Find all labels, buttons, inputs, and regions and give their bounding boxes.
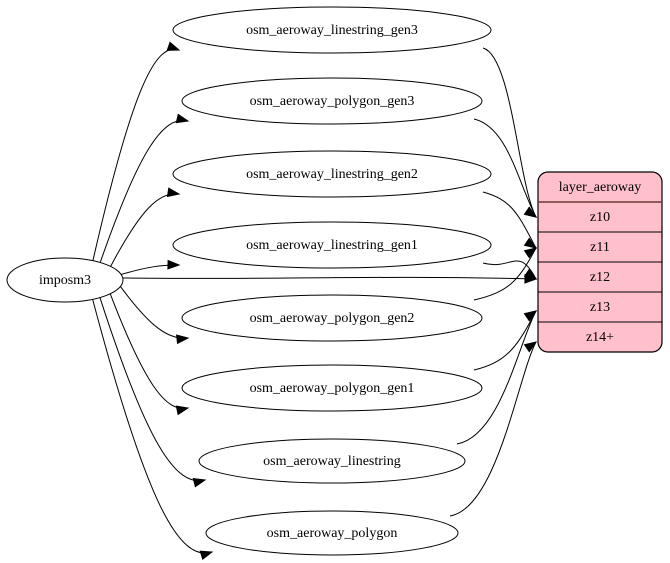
node-osm_aeroway_linestring_gen3-shape bbox=[172, 6, 492, 54]
edge-osm_aeroway_linestring-to-z13 bbox=[456, 310, 537, 445]
edge-arrowhead bbox=[523, 341, 538, 353]
node-osm_aeroway_linestring-shape bbox=[198, 438, 466, 484]
edge-arrowhead bbox=[523, 310, 538, 322]
edge-arrowhead bbox=[175, 405, 190, 416]
edge-imposm3-to-osm_aeroway_polygon_gen2 bbox=[119, 285, 189, 339]
edge-osm_aeroway_polygon-to-z14plus bbox=[449, 341, 537, 517]
edge-osm_aeroway_polygon_gen1-to-z13 bbox=[473, 310, 537, 371]
edge-arrowhead bbox=[175, 113, 190, 124]
layer-row-z12: z12 bbox=[590, 270, 610, 285]
node-osm_aeroway_linestring_gen3-label: osm_aeroway_linestring_gen3 bbox=[246, 23, 418, 38]
layer-row-z13: z13 bbox=[590, 300, 610, 315]
node-osm_aeroway_linestring_gen2-label: osm_aeroway_linestring_gen2 bbox=[246, 167, 418, 182]
edge-arrowhead bbox=[523, 237, 538, 249]
node-osm_aeroway_polygon_gen3[interactable]: osm_aeroway_polygon_gen3 bbox=[181, 77, 483, 125]
edge-osm_aeroway_linestring_gen2-to-z11 bbox=[482, 191, 537, 249]
node-osm_aeroway_polygon_gen2-shape bbox=[181, 294, 483, 342]
node-osm_aeroway_polygon[interactable]: osm_aeroway_polygon bbox=[205, 510, 459, 556]
node-osm_aeroway_polygon_gen3-label: osm_aeroway_polygon_gen3 bbox=[250, 94, 415, 109]
node-osm_aeroway_linestring_gen1[interactable]: osm_aeroway_linestring_gen1 bbox=[172, 221, 492, 269]
layer-row-z10: z10 bbox=[590, 210, 610, 225]
nodes-group: imposm3 osm_aeroway_linestring_gen3 osm_ae… bbox=[6, 6, 492, 556]
edge-arrowhead bbox=[176, 334, 190, 345]
edge-osm_aeroway_polygon_gen2-to-z11 bbox=[473, 247, 537, 301]
node-osm_aeroway_polygon-label: osm_aeroway_polygon bbox=[267, 526, 398, 541]
edge-osm_aeroway_linestring_gen1-to-z12 bbox=[482, 260, 537, 280]
layer-table-header: layer_aeroway bbox=[559, 180, 641, 195]
edge-imposm3-to-osm_aeroway_linestring_gen3 bbox=[92, 48, 180, 262]
node-imposm3-shape bbox=[6, 257, 124, 303]
edges-group bbox=[92, 41, 538, 561]
edge-arrowhead bbox=[167, 259, 181, 270]
node-osm_aeroway_linestring_gen2[interactable]: osm_aeroway_linestring_gen2 bbox=[172, 150, 492, 198]
edge-osm_aeroway_linestring_gen3-to-z10 bbox=[482, 47, 537, 218]
node-imposm3[interactable]: imposm3 bbox=[6, 257, 124, 303]
edge-arrowhead bbox=[523, 206, 538, 218]
edge-arrowhead bbox=[523, 247, 538, 259]
node-osm_aeroway_linestring_gen1-shape bbox=[172, 221, 492, 269]
node-osm_aeroway_linestring[interactable]: osm_aeroway_linestring bbox=[198, 438, 466, 484]
node-osm_aeroway_polygon_gen2-label: osm_aeroway_polygon_gen2 bbox=[250, 311, 415, 326]
edge-arrowhead bbox=[523, 268, 538, 280]
node-osm_aeroway_polygon_gen1[interactable]: osm_aeroway_polygon_gen1 bbox=[181, 364, 483, 412]
edge-imposm3-to-z12 bbox=[122, 276, 537, 280]
edge-imposm3-to-osm_aeroway_linestring_gen2 bbox=[109, 193, 180, 268]
node-osm_aeroway_polygon-shape bbox=[205, 510, 459, 556]
node-osm_aeroway_polygon_gen2[interactable]: osm_aeroway_polygon_gen2 bbox=[181, 294, 483, 342]
layer-row-z14plus: z14+ bbox=[586, 330, 614, 345]
edge-imposm3-to-osm_aeroway_polygon_gen1 bbox=[109, 292, 189, 409]
node-osm_aeroway_polygon_gen1-label: osm_aeroway_polygon_gen1 bbox=[250, 381, 415, 396]
node-osm_aeroway_linestring_gen1-label: osm_aeroway_linestring_gen1 bbox=[246, 238, 418, 253]
node-osm_aeroway_linestring_gen2-shape bbox=[172, 150, 492, 198]
node-imposm3-label: imposm3 bbox=[39, 273, 91, 288]
edge-arrowhead bbox=[166, 187, 181, 198]
layer-row-z11: z11 bbox=[590, 240, 610, 255]
node-osm_aeroway_polygon_gen1-shape bbox=[181, 364, 483, 412]
node-osm_aeroway_polygon_gen3-shape bbox=[181, 77, 483, 125]
layer-aeroway-table[interactable]: layer_aeroway z10 z11 z12 z13 z14+ bbox=[537, 171, 663, 353]
node-osm_aeroway_linestring-label: osm_aeroway_linestring bbox=[263, 454, 401, 469]
node-osm_aeroway_linestring_gen3[interactable]: osm_aeroway_linestring_gen3 bbox=[172, 6, 492, 54]
edge-imposm3-to-osm_aeroway_polygon bbox=[92, 298, 213, 554]
edge-osm_aeroway_polygon_gen3-to-z10 bbox=[473, 118, 537, 218]
edge-arrowhead bbox=[192, 477, 207, 488]
edge-arrowhead bbox=[199, 550, 214, 561]
edge-arrowhead bbox=[166, 41, 181, 51]
